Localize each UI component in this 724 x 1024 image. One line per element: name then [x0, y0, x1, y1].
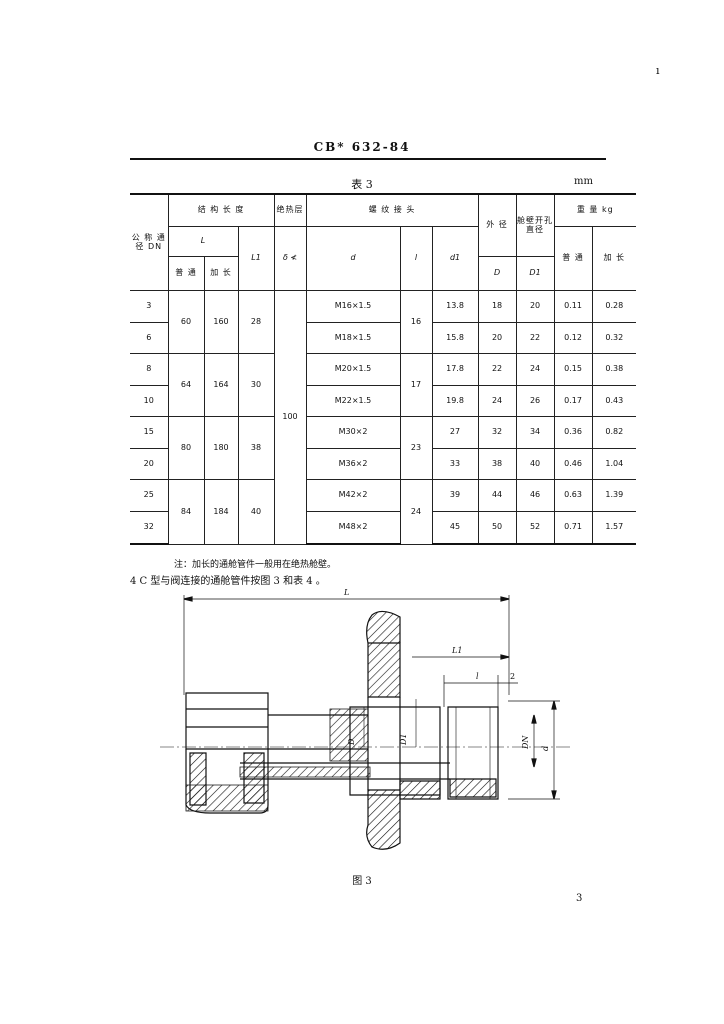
- insulation-value: 100: [273, 289, 307, 545]
- header-outer-dia: 外 径: [477, 193, 517, 257]
- table-row: 20 M36×2 33 38 40 0.46 1.04: [130, 447, 637, 480]
- header-d1: d1: [431, 225, 479, 291]
- fig-label-d: d: [541, 746, 550, 751]
- spec-table: 公 称 通 径 DN 结 构 长 度 绝热层 螺 纹 接 头 外 径 舱壁开孔直…: [130, 193, 637, 545]
- header-insulation: 绝热层: [273, 193, 307, 227]
- header-extended: 加 长: [203, 255, 239, 291]
- header-D: D: [477, 255, 517, 291]
- corner-mark: ı: [656, 64, 660, 77]
- figure-caption: 图 3: [352, 876, 372, 887]
- fig-label-L: L: [343, 588, 349, 597]
- header-rule: [130, 158, 606, 160]
- fig-label-D: D: [347, 738, 356, 746]
- header-weight: 重 量 kg: [553, 193, 637, 227]
- standard-code: CB* 632-84: [313, 140, 411, 154]
- header-L: L: [168, 225, 239, 257]
- header-normal: 普 通: [168, 255, 205, 291]
- header-hull-hole: 舱壁开孔直径: [515, 193, 555, 257]
- table-unit: mm: [574, 176, 593, 187]
- header-d: d: [305, 225, 401, 291]
- page-number: 3: [576, 893, 583, 904]
- table-caption: 表 3: [351, 178, 373, 191]
- header-delta: δ ≮: [273, 225, 307, 291]
- header-weight-normal: 普 通: [553, 225, 593, 291]
- table-note: 注：加长的通舱管件一般用在绝热舱壁。: [174, 560, 337, 570]
- fig-label-D1: D1: [399, 733, 408, 746]
- header-structure-length: 结 构 长 度: [167, 193, 275, 227]
- table-row: 15 80 180 38 M30×2 23 27 32 34 0.36 0.82: [130, 415, 637, 480]
- section-text: 4 C 型与阀连接的通舱管件按图 3 和表 4 。: [130, 576, 326, 587]
- fig-label-DN: DN: [521, 735, 530, 750]
- header-D1: D1: [515, 255, 555, 291]
- fig-label-two: 2: [510, 672, 515, 681]
- header-weight-extended: 加 长: [591, 225, 637, 291]
- table-row: 8 64 164 30 M20×1.5 17 17.8 22 24 0.15 0…: [130, 352, 637, 417]
- fig-label-l: l: [476, 672, 479, 681]
- table-row: 3 60 160 28 100 M16×1.5 16 13.8 18 20 0.…: [130, 289, 637, 545]
- table-row: 25 84 184 40 M42×2 24 39 44 46 0.63 1.39: [130, 478, 637, 545]
- header-dn: 公 称 通 径 DN: [130, 193, 169, 291]
- header-l: l: [399, 225, 433, 291]
- header-thread-joint: 螺 纹 接 头: [305, 193, 479, 227]
- header-L1: L1: [237, 225, 275, 291]
- fig-label-L1: L1: [451, 646, 462, 655]
- table-row: 32 M48×2 45 50 52 0.71 1.57: [130, 510, 637, 545]
- figure-3-drawing: L L1 l 2 D D1 DN d: [160, 588, 570, 850]
